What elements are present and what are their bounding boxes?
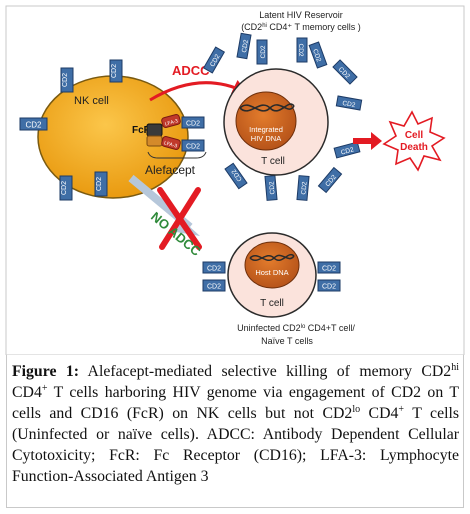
svg-text:CD2: CD2 [111,64,118,78]
cell-death-label-1: Cell [405,130,424,141]
diagram: NK cell FcR CD2 CD2 CD2 CD2 CD2 LFA-3 LF… [5,5,465,355]
latent-t-cell [223,68,329,176]
svg-text:CD2: CD2 [207,284,221,291]
latent-reservoir-subtitle: (CD2hi CD4⁺ T memory cells ) [241,22,361,32]
synapse-cd2-receptor: CD2 [181,139,205,152]
svg-text:LFA-3: LFA-3 [163,140,178,149]
tcell-cd2-receptor: CD2 [264,175,278,201]
cell-death-label-2: Death [400,142,428,153]
latent-reservoir-title: Latent HIV Reservoir [259,10,343,20]
nk-cd2-receptor: CD2 [109,59,123,83]
svg-text:CD2: CD2 [241,39,250,53]
svg-text:CD2: CD2 [340,146,355,156]
svg-text:CD2: CD2 [297,43,304,56]
svg-text:CD2: CD2 [322,284,336,291]
tcell-cd2-receptor: CD2 [256,39,268,65]
svg-text:CD2: CD2 [260,45,267,58]
bottom-cd2-receptor: CD2 [317,279,341,292]
nk-cd2-receptor: CD2 [60,67,74,93]
bottom-cd2-receptor: CD2 [202,279,226,292]
alefacept-bracket [147,151,207,159]
svg-text:LFA-3: LFA-3 [164,118,179,127]
adcc-label: ADCC [172,63,210,78]
cell-death-burst [382,110,446,172]
svg-text:CD2: CD2 [322,266,336,273]
svg-text:CD2: CD2 [342,100,356,109]
svg-text:CD2: CD2 [25,121,42,130]
uninfected-label-1: Uninfected CD2lo CD4+T cell/ [237,323,355,333]
nk-cd2-receptor: CD2 [19,117,48,131]
tcell-cd2-receptor: CD2 [332,59,358,85]
tcell-cd2-receptor: CD2 [296,37,308,63]
nk-cd2-receptor: CD2 [59,175,73,201]
svg-text:CD2: CD2 [268,181,276,195]
synapse-cd2-receptor: CD2 [181,116,205,129]
alefacept-label: Alefacept [145,163,196,177]
bottom-cd2-receptor: CD2 [202,261,226,274]
uninfected-t-cell [227,232,317,318]
top-tcell-label: T cell [261,156,285,167]
bottom-tcell-label: T cell [260,298,284,309]
tcell-cd2-receptor: CD2 [308,41,328,69]
svg-text:CD2: CD2 [61,181,68,195]
uninfected-label-2: Naïve T cells [261,336,313,346]
tcell-cd2-receptor: CD2 [317,166,343,194]
nk-cd2-receptor: CD2 [94,171,108,197]
figure-caption: Figure 1: Alefacept-mediated selective k… [6,355,464,508]
tcell-cd2-receptor: CD2 [236,32,252,60]
tcell-cd2-receptor: CD2 [333,141,361,159]
svg-text:CD2: CD2 [300,181,308,195]
integrated-dna-label-2: HIV DNA [251,134,281,143]
bottom-cd2-receptor: CD2 [317,261,341,274]
nk-cell-label: NK cell [74,95,109,107]
svg-text:CD2: CD2 [186,144,200,151]
integrated-dna-label-1: Integrated [249,125,283,134]
svg-text:CD2: CD2 [207,266,221,273]
tcell-cd2-receptor: CD2 [202,46,226,74]
svg-text:CD2: CD2 [96,177,103,191]
svg-text:CD2: CD2 [311,48,322,63]
death-arrow [353,132,382,150]
tcell-cd2-receptor: CD2 [224,162,248,190]
figure-label: Figure 1: [12,363,80,380]
svg-text:CD2: CD2 [186,121,200,128]
alefacept-molecule: LFA-3 LFA-3 [146,114,181,150]
figure-frame [5,5,465,355]
fcr-label: FcR [132,125,152,136]
tcell-cd2-receptor: CD2 [296,175,310,201]
svg-text:CD2: CD2 [62,73,69,87]
tcell-cd2-receptor: CD2 [335,95,363,111]
host-dna-label: Host DNA [255,268,288,277]
